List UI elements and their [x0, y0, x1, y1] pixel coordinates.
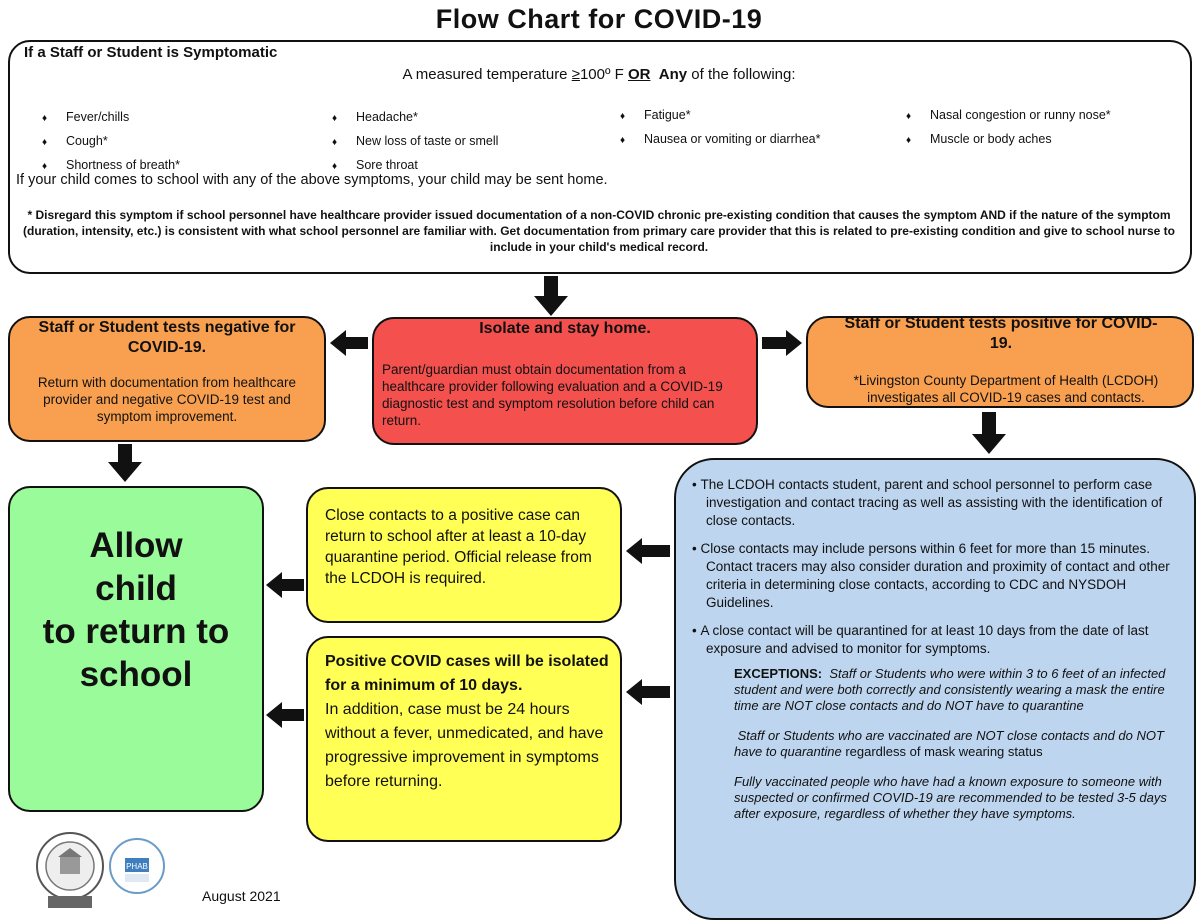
symptom-item: Sore throat: [332, 154, 498, 178]
exception-text: Staff or Students who are vaccinated are…: [734, 728, 1164, 759]
arrow-down-icon: [108, 444, 142, 482]
symptom-list-col4: Nasal congestion or runny nose* Muscle o…: [906, 104, 1111, 152]
arrow-right-icon: [762, 330, 802, 356]
allow-return-box: Allow child to return to school: [8, 486, 264, 812]
isolate-box: Isolate and stay home. Parent/guardian m…: [372, 317, 758, 445]
footer-date: August 2021: [202, 888, 281, 904]
exceptions-section: EXCEPTIONS: Staff or Students who were w…: [686, 666, 1186, 822]
page-title: Flow Chart for COVID-19: [435, 4, 763, 34]
symptom-item: Fatigue*: [620, 104, 820, 128]
exceptions-colon: :: [817, 666, 823, 681]
symptomatic-box: [8, 40, 1192, 274]
negative-body: Return with documentation from healthcar…: [37, 375, 297, 424]
symptom-list-col2: Headache* New loss of taste or smell Sor…: [332, 106, 498, 178]
phab-logo-text: PHAB: [126, 862, 148, 871]
lcdoh-content: • The LCDOH contacts student, parent and…: [686, 476, 1186, 822]
lcdoh-bullet: • Close contacts may include persons wit…: [692, 541, 1170, 610]
exception-item: Staff or Students who are vaccinated are…: [734, 728, 1186, 760]
lcdoh-bullet-text: A close contact will be quarantined for …: [700, 623, 1149, 656]
arrow-left-icon: [626, 538, 670, 564]
symptom-item: Nasal congestion or runny nose*: [906, 104, 1111, 128]
allow-line: school: [79, 655, 193, 694]
symptom-item: Muscle or body aches: [906, 128, 1111, 152]
lcdoh-bullet: • The LCDOH contacts student, parent and…: [692, 477, 1163, 528]
exception-item: EXCEPTIONS: Staff or Students who were w…: [734, 666, 1186, 714]
close-contacts-body: Close contacts to a positive case can re…: [325, 507, 592, 587]
arrow-left-icon: [266, 572, 304, 598]
arrow-down-icon: [972, 412, 1006, 454]
arrow-left-icon: [330, 330, 368, 356]
county-seal-logo: [36, 832, 104, 908]
temp-value: 100º F: [579, 66, 628, 83]
lcdoh-box: • The LCDOH contacts student, parent and…: [674, 458, 1196, 920]
allow-line: to return to: [42, 612, 230, 651]
symptom-item: Shortness of breath*: [42, 154, 180, 178]
arrow-left-icon: [266, 702, 304, 728]
isolate-body: Parent/guardian must obtain documentatio…: [382, 362, 723, 428]
symptom-disclaimer: * Disregard this symptom if school perso…: [23, 208, 1175, 254]
arrow-down-icon: [534, 276, 568, 316]
positive-test-box: Staff or Student tests positive for COVI…: [806, 315, 1194, 408]
temp-ge: ≥: [571, 66, 580, 83]
symptom-item: Cough*: [42, 130, 180, 154]
close-contacts-box: Close contacts to a positive case can re…: [306, 487, 622, 623]
symptom-item: Headache*: [332, 106, 498, 130]
allow-line: child: [95, 569, 177, 608]
exception-text: regardless of mask wearing status: [841, 744, 1043, 759]
positive-body: *Livingston County Department of Health …: [853, 373, 1159, 405]
temp-or: OR: [627, 66, 651, 83]
symptomatic-heading: If a Staff or Student is Symptomatic: [24, 44, 278, 61]
negative-test-box: Staff or Student tests negative for COVI…: [8, 316, 326, 442]
arrow-left-icon: [626, 679, 670, 705]
lcdoh-bullet-text: Close contacts may include persons withi…: [700, 541, 1170, 610]
positive-heading: Staff or Student tests positive for COVI…: [844, 315, 1158, 352]
isolate-heading: Isolate and stay home.: [479, 320, 651, 337]
allow-line: Allow: [89, 526, 183, 565]
exceptions-label: EXCEPTIONS: [734, 666, 818, 681]
negative-heading: Staff or Student tests negative for COVI…: [38, 319, 296, 356]
symptom-note: If your child comes to school with any o…: [16, 172, 608, 188]
temp-prefix: A measured temperature: [402, 66, 572, 83]
lcdoh-bullet: • A close contact will be quarantined fo…: [692, 623, 1149, 656]
symptom-item: Fever/chills: [42, 106, 180, 130]
positive-cases-body: In addition, case must be 24 hours witho…: [325, 701, 604, 790]
exception-text: Staff or Students who were within 3 to 6…: [734, 666, 1166, 713]
temp-suffix: of the following:: [687, 66, 796, 83]
lcdoh-bullet-text: The LCDOH contacts student, parent and s…: [700, 477, 1163, 528]
temp-any: Any: [658, 66, 688, 83]
symptom-list-col3: Fatigue* Nausea or vomiting or diarrhea*: [620, 104, 820, 152]
allow-text: Allow child to return to school: [10, 524, 262, 696]
symptom-item: New loss of taste or smell: [332, 130, 498, 154]
symptom-item: Nausea or vomiting or diarrhea*: [620, 128, 820, 152]
positive-cases-bold: Positive COVID cases will be isolated fo…: [325, 653, 609, 694]
symptom-list-col1: Fever/chills Cough* Shortness of breath*: [42, 106, 180, 178]
temperature-criteria: A measured temperature ≥100º F OR Any of…: [0, 66, 1198, 83]
positive-cases-text: Positive COVID cases will be isolated fo…: [325, 650, 615, 794]
phab-logo: PHAB: [109, 838, 165, 894]
exception-text: Fully vaccinated people who have had a k…: [734, 774, 1167, 821]
positive-cases-box: Positive COVID cases will be isolated fo…: [306, 636, 622, 842]
exception-item: Fully vaccinated people who have had a k…: [734, 774, 1186, 822]
